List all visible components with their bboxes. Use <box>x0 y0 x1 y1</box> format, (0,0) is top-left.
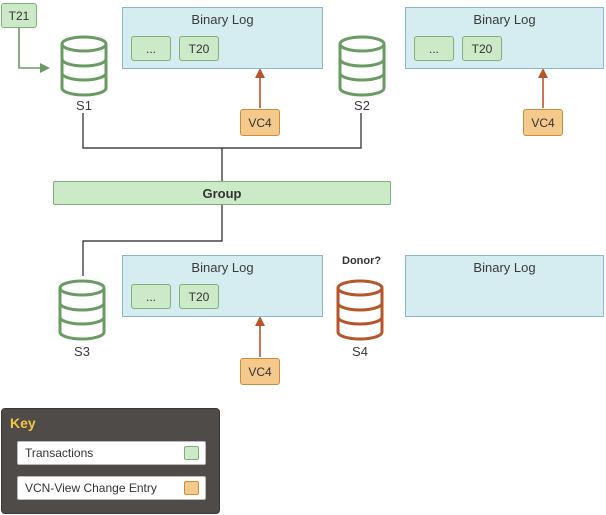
binary-log-title: Binary Log <box>191 12 254 27</box>
view-change-vc4: VC4 <box>523 109 563 136</box>
server-s1-label: S1 <box>76 98 92 113</box>
server-s3-label: S3 <box>74 344 90 359</box>
group-bar: Group <box>53 181 391 205</box>
binary-log-title: Binary Log <box>473 12 536 27</box>
key-item-label: Transactions <box>25 446 94 460</box>
binary-log-s2: Binary Log ... T20 <box>405 7 604 69</box>
transaction-t21: T21 <box>1 3 37 28</box>
transaction-t21-label: T21 <box>8 8 30 23</box>
binlog-entry-t20: T20 <box>179 284 219 309</box>
binary-log-s4: Binary Log <box>405 255 604 317</box>
key-item-transactions: Transactions <box>17 441 206 465</box>
s1-group-line <box>82 113 222 149</box>
binlog-entry-ellipsis: ... <box>414 36 454 61</box>
key-item-label: VCN-View Change Entry <box>25 481 157 495</box>
server-s2-label: S2 <box>354 98 370 113</box>
transactions-swatch <box>184 446 199 460</box>
key-title: Key <box>10 415 36 431</box>
binlog-entry-ellipsis: ... <box>131 36 171 61</box>
binary-log-s3: Binary Log ... T20 <box>122 255 323 317</box>
binary-log-title: Binary Log <box>191 260 254 275</box>
group-to-s3-line <box>82 205 223 276</box>
view-change-swatch <box>184 481 199 495</box>
binary-log-s1: Binary Log ... T20 <box>122 7 323 69</box>
binlog-entry-t20: T20 <box>179 36 219 61</box>
server-s3-database-icon <box>58 279 106 341</box>
group-label: Group <box>202 185 242 201</box>
binlog-entry-t20: T20 <box>462 36 502 61</box>
server-s4-label: S4 <box>352 344 368 359</box>
server-s2-database-icon <box>338 35 386 97</box>
key-legend: Key Transactions VCN-View Change Entry <box>1 408 220 514</box>
binary-log-title: Binary Log <box>473 260 536 275</box>
view-change-vc4: VC4 <box>240 109 280 136</box>
view-change-vc4: VC4 <box>240 358 280 385</box>
key-item-view-change: VCN-View Change Entry <box>17 476 206 500</box>
server-s1-database-icon <box>60 35 108 97</box>
s2-group-line <box>222 113 362 149</box>
binlog-entry-ellipsis: ... <box>131 284 171 309</box>
t21-to-s1-arrow <box>18 28 50 73</box>
donor-annotation: Donor? <box>342 255 382 267</box>
server-s4-database-icon <box>336 279 384 341</box>
